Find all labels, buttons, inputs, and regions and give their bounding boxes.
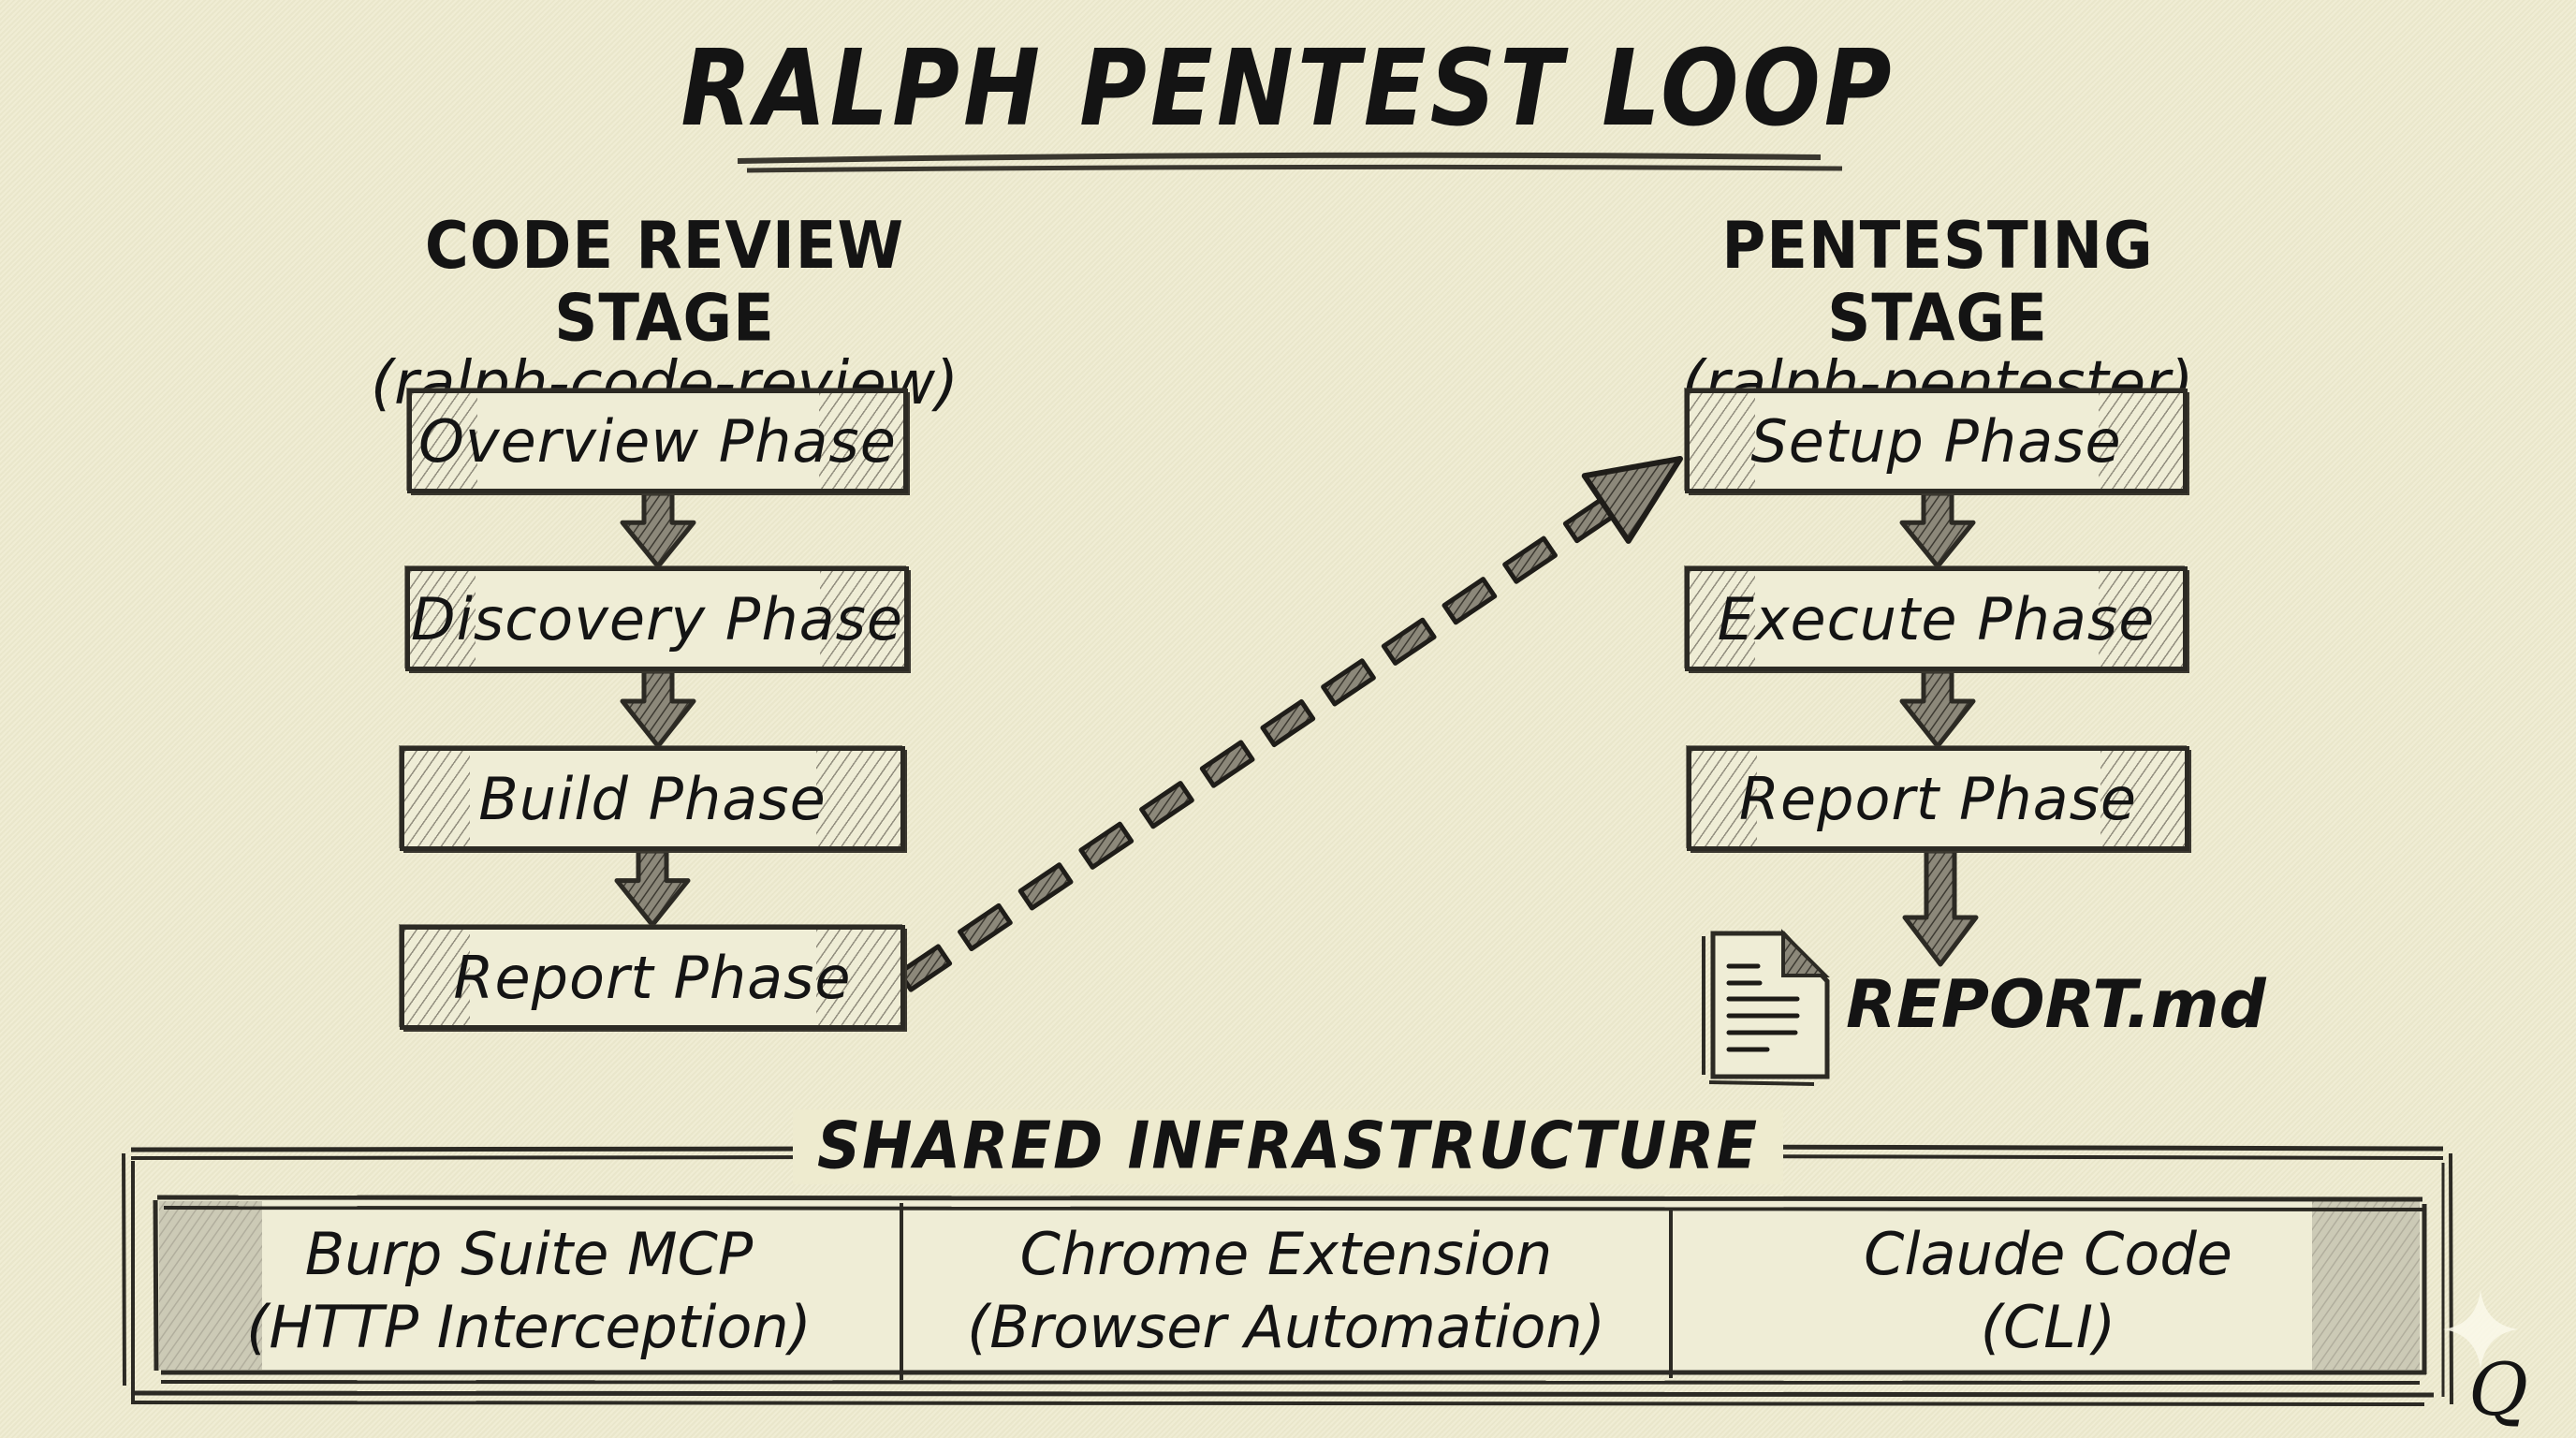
dash-segment — [1078, 821, 1134, 870]
infra-item-burp: Burp Suite MCP (HTTP Interception) — [159, 1210, 899, 1372]
output-file-label: REPORT.md — [1846, 966, 2266, 1043]
phase-label: Execute Phase — [1717, 584, 2156, 653]
dash-segment — [1502, 536, 1558, 584]
infrastructure-frame — [122, 1144, 2453, 1406]
stage-pentesting: PENTESTING STAGE (ralph-pentester) — [1629, 210, 2247, 418]
dash-segment — [1260, 698, 1316, 748]
down-arrow-icon — [1899, 491, 1976, 569]
down-arrow-icon — [620, 668, 696, 749]
dash-segment — [1321, 658, 1376, 707]
phase-label: Report Phase — [453, 943, 852, 1012]
infrastructure-inner-box — [153, 1195, 2427, 1385]
phase-box-execute: Execute Phase — [1685, 566, 2188, 671]
stage-title: CODE REVIEW STAGE — [424, 209, 905, 357]
dash-segment — [1442, 577, 1498, 625]
phase-box-report-pentest: Report Phase — [1687, 746, 2189, 851]
dash-segment — [958, 902, 1013, 952]
stage-code-review: CODE REVIEW STAGE (ralph-code-review) — [356, 210, 973, 418]
stage-title: PENTESTING STAGE — [1721, 209, 2154, 357]
phase-box-build: Build Phase — [400, 746, 905, 851]
document-icon — [1702, 929, 1830, 1086]
infra-item-desc: (CLI) — [1980, 1293, 2116, 1361]
sparkle-icon — [2443, 1290, 2518, 1369]
infra-item-desc: (Browser Automation) — [967, 1293, 1605, 1361]
phase-label: Report Phase — [1738, 764, 2138, 833]
infrastructure-title: SHARED INFRASTRUCTURE — [792, 1109, 1784, 1184]
down-arrow-icon — [1899, 668, 1976, 749]
page-title: RALPH PENTEST LOOP — [681, 27, 1895, 151]
arrowhead-icon — [1581, 456, 1683, 544]
infra-item-chrome: Chrome Extension (Browser Automation) — [904, 1210, 1668, 1372]
infra-item-name: Burp Suite MCP — [304, 1220, 754, 1288]
infra-item-claude-code: Claude Code (CLI) — [1674, 1210, 2422, 1372]
phase-box-setup: Setup Phase — [1685, 389, 2188, 493]
dash-segment — [1381, 617, 1437, 666]
dash-segment — [1139, 781, 1194, 829]
infrastructure-heading-wrap: SHARED INFRASTRUCTURE — [0, 1109, 2576, 1184]
down-arrow-icon — [620, 491, 696, 569]
dash-segment — [897, 944, 953, 992]
dash-segment — [1199, 740, 1255, 788]
phase-box-report-review: Report Phase — [400, 925, 905, 1030]
watermark-letter: Q — [2468, 1348, 2528, 1432]
dash-segment — [1017, 862, 1074, 911]
title-underline — [737, 152, 1843, 173]
phase-label: Overview Phase — [418, 406, 897, 476]
infra-item-name: Claude Code — [1864, 1220, 2232, 1288]
down-arrow-icon — [1902, 848, 1979, 967]
phase-label: Setup Phase — [1750, 406, 2122, 476]
down-arrow-icon — [614, 848, 691, 928]
handoff-dashed-arrow — [897, 456, 1683, 992]
infra-item-desc: (HTTP Interception) — [246, 1293, 812, 1361]
phase-label: Build Phase — [478, 764, 827, 833]
infra-item-name: Chrome Extension — [1019, 1220, 1553, 1288]
phase-label: Discovery Phase — [410, 584, 904, 653]
phase-box-discovery: Discovery Phase — [405, 566, 909, 671]
phase-box-overview: Overview Phase — [407, 389, 908, 493]
